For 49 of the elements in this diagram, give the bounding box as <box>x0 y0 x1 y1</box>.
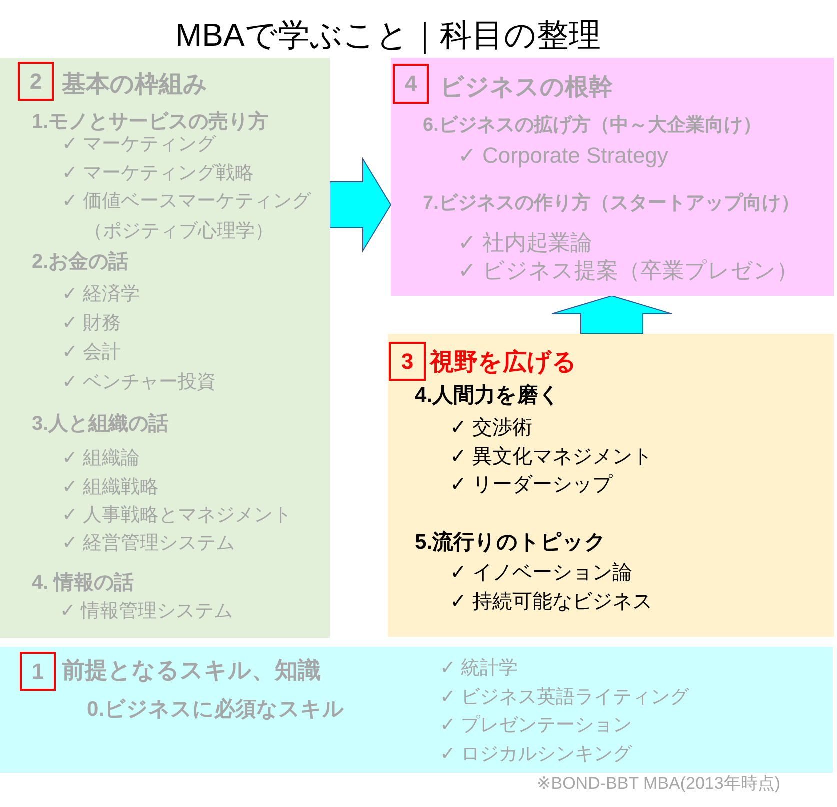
block-arrow <box>330 157 392 253</box>
section-number: 1 <box>20 652 56 691</box>
subject-item: ✓ 経済学 <box>62 282 140 306</box>
topic-heading: 6.ビジネスの拡げ方（中～大企業向け） <box>423 114 762 138</box>
subject-item: ✓ 交渉術 <box>450 416 532 441</box>
section-number: 4 <box>393 64 429 104</box>
topic-heading: 2.お金の話 <box>32 250 129 275</box>
category-panel <box>0 647 833 773</box>
subject-item: ✓ 持続可能なビジネス <box>450 590 652 615</box>
block-arrow <box>552 295 672 334</box>
panel-heading: 基本の枠組み <box>62 70 208 100</box>
panel-heading: 視野を広げる <box>430 348 577 378</box>
section-number: 3 <box>389 342 426 381</box>
subject-item: ✓ マーケティング戦略 <box>62 162 254 186</box>
topic-heading: 4. 情報の話 <box>32 571 134 596</box>
subject-item: ✓ 人事戦略とマネジメント <box>62 504 292 528</box>
subject-item: ✓ ビジネス英語ライティング <box>440 686 690 710</box>
subject-item: ✓ 経営管理システム <box>62 532 236 556</box>
subject-item: ✓ ベンチャー投資 <box>62 370 216 394</box>
section-number: 2 <box>18 62 54 101</box>
topic-heading: 1.モノとサービスの売り方 <box>32 110 269 135</box>
topic-heading: 5.流行りのトピック <box>415 530 607 556</box>
subject-item: ✓ 会計 <box>62 340 122 364</box>
topic-heading: 3.人と組織の話 <box>32 412 169 437</box>
subject-item: ✓ 価値ベースマーケティング（ポジティブ心理学） <box>62 190 312 244</box>
topic-heading: 0.ビジネスに必須なスキル <box>87 696 345 722</box>
subject-item: ✓ Corporate Strategy <box>458 142 668 170</box>
subject-item: ✓ ロジカルシンキング <box>440 742 632 766</box>
category-panel <box>0 58 330 638</box>
subject-item: ✓ 組織論 <box>62 446 140 470</box>
panel-heading: 前提となるスキル、知識 <box>62 656 321 685</box>
subject-item: ✓ マーケティング <box>62 132 216 156</box>
subject-item: ✓ ビジネス提案（卒業プレゼン） <box>458 256 799 284</box>
source-note: ※BOND-BBT MBA(2013年時点) <box>537 773 780 795</box>
subject-item: ✓ 統計学 <box>440 656 518 680</box>
topic-heading: 4.人間力を磨く <box>415 382 561 408</box>
subject-item: ✓ 社内起業論 <box>458 228 593 256</box>
subject-item: ✓ プレゼンテーション <box>440 714 632 738</box>
subject-item: ✓ 異文化マネジメント <box>450 445 652 470</box>
topic-heading: 7.ビジネスの作り方（スタートアップ向け） <box>423 192 800 216</box>
subject-item: ✓ 財務 <box>62 312 122 336</box>
subject-item: ✓ 情報管理システム <box>60 600 234 624</box>
diagram-title: MBAで学ぶこと｜科目の整理 <box>176 16 601 55</box>
panel-heading: ビジネスの根幹 <box>440 72 613 102</box>
subject-item: ✓ リーダーシップ <box>450 473 612 498</box>
subject-item: ✓ 組織戦略 <box>62 476 160 500</box>
category-panel <box>388 334 834 637</box>
subject-item: ✓ イノベーション論 <box>450 561 632 586</box>
category-panel <box>391 58 834 296</box>
